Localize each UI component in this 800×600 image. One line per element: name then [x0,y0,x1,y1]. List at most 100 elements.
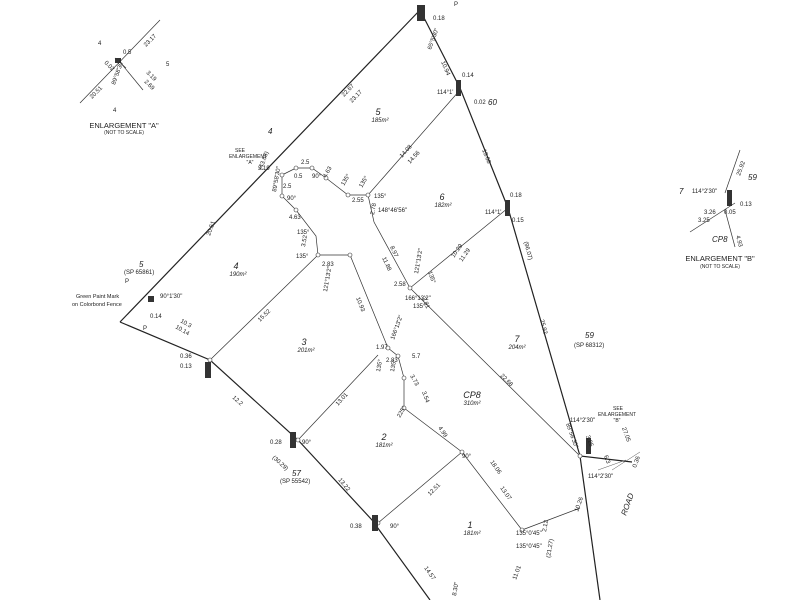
dimension-label: 135° [341,173,353,187]
enlargement-b-label: CP8 [712,235,728,244]
dimension-label: 0.36 [632,455,642,469]
enlargement-b-line-upper [724,149,741,194]
line-lot3-south [297,354,379,441]
dimension-label: 0.38 [350,524,362,530]
see-enlargement-b: "B" [614,418,621,424]
paint-mark-note: Green Paint Mark [76,294,119,300]
common-property-label: CP8 [463,390,481,400]
lot-number: 3 [301,337,306,347]
dimension-label: 135° [374,194,387,200]
survey-point [323,175,329,181]
enlargement-a-mark [115,58,121,63]
dimension-label: 2.83 [386,358,398,364]
dimension-label: 166°13'2" [405,296,431,302]
dimension-label: 90° [390,524,400,530]
dimension-label: 11.88 [380,256,392,272]
dimension-label: 114°2'30" [588,474,613,480]
enlargement-a-title: ENLARGEMENT "A" [89,121,159,130]
survey-point [365,192,371,198]
dimension-label: 0.02 [474,100,486,106]
enlargement-a: 4 5 4 23.17 20.51 0.02 0.5 3.19 2.69 89°… [79,19,170,136]
dimension-label: 2.58 [394,282,406,288]
dimension-label: 25.92 [538,319,548,336]
lot-area: 201m² [296,348,315,354]
lot-area: 181m² [375,443,393,449]
enlargement-a-subtitle: (NOT TO SCALE) [104,130,144,136]
dimension-label: 2.5 [301,160,310,166]
enlargement-b-label: 3.25 [698,218,710,224]
dimension-label: 90° [302,440,312,446]
lot-number: 6 [439,192,444,202]
line-lot1-east [521,507,581,531]
boundary-northwest [119,9,421,323]
enlargement-b-line-lower [724,209,736,248]
see-enlargement-b: SEE [613,406,624,412]
dimension-label: 3.81 [420,297,430,311]
dimension-label: 2.12 [542,519,550,532]
dimension-label: 0.18 [510,193,522,199]
dimension-label: 3.73 [408,374,419,388]
see-enlargement-a: "A" [247,160,254,166]
dimension-label: 114°1' [485,210,501,216]
enlargement-b-label: 25.92 [736,160,747,177]
paint-mark-note: on Colorbond Fence [72,302,122,308]
dimension-label: 148°46'56" [378,208,407,214]
survey-point [385,345,391,351]
road-tick [611,451,641,471]
dimension-label: 3.19 [258,166,270,172]
dimension-label: 4.63 [289,215,301,221]
dimension-label: 4.99 [436,426,448,440]
dimension-label: 10.3 [179,319,193,330]
lot-area: 182m² [434,203,452,209]
dimension-label: 3.54 [420,391,430,405]
enlargement-b-label: 3.26 [704,210,716,216]
line-lot1-north [377,451,463,524]
dimension-label: 13.01 [335,392,350,408]
dimension-label: 135° [376,358,384,372]
enlargement-a-label: 0.5 [123,50,132,56]
dimension-label: 0.15 [512,218,524,224]
dimension-label: 13.68 [480,149,491,166]
peg-mark [205,362,211,378]
dimension-label: 135°0'45" [516,531,542,537]
line-lot2-east [403,407,523,531]
survey-point [293,165,299,171]
dimension-label: 135° [359,175,371,189]
dimension-label: 10.94 [439,60,451,77]
peg-mark [372,515,378,531]
dimension-label: 114°2'30" [570,418,595,424]
road-label: ROAD [619,492,635,517]
survey-point [407,285,413,291]
lot-number: 4 [233,261,238,271]
enlargement-b-subtitle: (NOT TO SCALE) [700,264,740,270]
dimension-label: 2.55 [352,198,364,204]
enlargement-a-label: 0.02 [103,60,116,73]
dimension-label: 0.13 [180,364,192,370]
enlargement-a-label: 4 [113,108,117,114]
dimension-label: 121°13'2" [414,248,424,274]
dimension-label: 90° [312,174,322,180]
enlargement-a-label: 5 [166,62,170,68]
dimension-label: 2.83 [322,262,334,268]
lot-number: 7 [514,334,520,344]
lot-area: 204m² [507,345,526,351]
dimension-label: 8.97 [388,245,399,259]
survey-point [401,375,407,381]
dimension-label: 114°1' [437,90,453,96]
dimension-label: 27.05 [620,427,631,444]
adjoining-lot-5: 5 [139,260,144,269]
adjoining-lot-4: 4 [268,127,273,136]
dimension-label: 135° [390,358,398,372]
dimension-label: 2.5 [283,184,292,190]
road-tick [597,459,627,471]
see-enlargement-b: ENLARGEMENT [598,412,636,418]
line-lot7-cp8 [409,287,581,457]
boundary-east [419,9,633,463]
survey-point [295,437,301,443]
dimension-label: 20.51 [206,220,217,237]
survey-point [519,527,525,533]
dimension-label: 225° [397,405,409,419]
adjoining-lot-57: 57 [292,469,301,478]
dimension-label: (30.29) [271,455,289,472]
peg-mark [417,5,425,21]
